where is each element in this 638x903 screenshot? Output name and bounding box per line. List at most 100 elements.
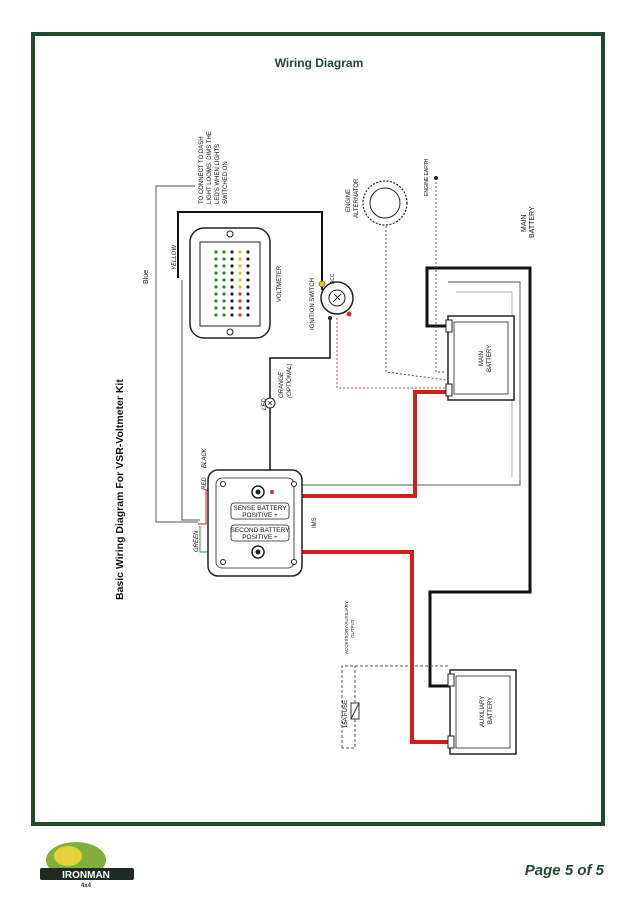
voltmeter-led xyxy=(238,306,242,310)
engine-earth-wire xyxy=(435,178,446,373)
voltmeter-led xyxy=(230,271,234,275)
fuse-line xyxy=(350,702,360,720)
fuse-wire xyxy=(342,666,356,749)
second-battery-text-1: SECOND BATTERY xyxy=(231,527,291,534)
led-label: LED xyxy=(262,398,268,410)
page-number: Page 5 of 5 xyxy=(524,862,604,879)
acc-label: ACC xyxy=(330,273,336,284)
voltmeter-led xyxy=(230,257,234,261)
voltmeter-led xyxy=(214,306,218,310)
green-label: GREEN xyxy=(194,530,200,552)
voltmeter-led xyxy=(214,278,218,282)
voltmeter-led xyxy=(222,292,226,296)
voltmeter-led xyxy=(222,264,226,268)
diagram-side-title: Basic Wiring Diagram For VSR-Voltmeter K… xyxy=(114,379,126,600)
sense-battery-text-2: POSITIVE + xyxy=(242,512,278,519)
voltmeter-led xyxy=(214,299,218,303)
second-battery-cable xyxy=(258,550,448,744)
ims-module xyxy=(207,469,303,577)
voltmeter-led xyxy=(246,285,250,289)
voltmeter-led xyxy=(230,306,234,310)
sense-battery-text-1: SENSE BATTERY xyxy=(233,505,287,512)
black-label: BLACK xyxy=(202,447,208,468)
engine-label-2: ALTERNATOR xyxy=(354,178,360,218)
orange-label: ORANGE xyxy=(279,371,285,398)
ignition-switch xyxy=(318,280,354,320)
red-label: RED xyxy=(202,477,208,490)
engine-earth-label: ENGINE EARTH xyxy=(424,158,430,196)
voltmeter-led xyxy=(222,299,226,303)
voltmeter-led xyxy=(230,292,234,296)
led-indicator xyxy=(264,397,276,409)
voltmeter-led xyxy=(246,313,250,317)
voltmeter-led xyxy=(230,285,234,289)
yellow-label: YELLOW xyxy=(172,244,178,270)
voltmeter-led xyxy=(246,250,250,254)
dash-note-3: LED'S WHEN LIGHTS xyxy=(215,144,221,204)
voltmeter-label: VOLTMETER xyxy=(277,265,283,302)
ironman-logo: IRONMAN 4x4 xyxy=(40,842,134,889)
voltmeter-led xyxy=(222,271,226,275)
engine-alternator xyxy=(362,180,408,226)
voltmeter-led xyxy=(246,257,250,261)
voltmeter-led xyxy=(238,264,242,268)
voltmeter-led xyxy=(214,250,218,254)
voltmeter-led xyxy=(214,292,218,296)
voltmeter-led xyxy=(238,271,242,275)
yellow-wire xyxy=(181,280,200,521)
voltmeter-led xyxy=(246,278,250,282)
aux-battery-label-2: BATTERY xyxy=(488,697,494,724)
voltmeter-led xyxy=(230,264,234,268)
voltmeter-led xyxy=(222,306,226,310)
voltmeter-led xyxy=(246,306,250,310)
dash-note-2: LIGHT LOOMS. DIMS THE xyxy=(207,131,213,204)
voltmeter-led xyxy=(222,278,226,282)
voltmeter-led xyxy=(230,313,234,317)
voltmeter-led xyxy=(230,278,234,282)
voltmeter-led xyxy=(222,313,226,317)
voltmeter-led xyxy=(214,264,218,268)
ims-label: IMS xyxy=(312,517,318,528)
voltmeter-led xyxy=(230,250,234,254)
engine-label-1: ENGINE xyxy=(346,189,352,212)
blue-wire xyxy=(155,185,198,523)
voltmeter-led xyxy=(214,313,218,317)
fuse-label: 15A FUSE xyxy=(343,700,349,728)
acc-output-label-1: ACCESSORY/AUXILIARY xyxy=(344,601,349,654)
voltmeter-led xyxy=(222,285,226,289)
main-battery xyxy=(445,315,515,401)
aux-battery-label-1: AUXILIARY xyxy=(480,696,486,727)
battery-link-cable xyxy=(425,266,532,688)
logo-text: IRONMAN xyxy=(62,870,110,881)
voltmeter-led xyxy=(214,285,218,289)
voltmeter xyxy=(189,227,271,339)
voltmeter-led xyxy=(238,257,242,261)
voltmeter-led xyxy=(238,285,242,289)
blue-label: Blue xyxy=(143,270,150,284)
page-title: Wiring Diagram xyxy=(274,56,364,70)
alternator-wire xyxy=(385,222,447,381)
optional-label: (OPTIONAL) xyxy=(287,364,293,398)
dash-note-4: SWITCHED ON xyxy=(223,161,229,204)
dash-note-1: TO CONNECT TO DASH xyxy=(199,136,205,204)
voltmeter-led xyxy=(222,257,226,261)
voltmeter-led xyxy=(246,292,250,296)
earth-wire-frame xyxy=(300,281,521,486)
logo-sub-text: 4x4 xyxy=(81,883,92,889)
voltmeter-led xyxy=(238,313,242,317)
voltmeter-led xyxy=(246,264,250,268)
acc-output-label-2: OUTPUT xyxy=(350,619,355,638)
sense-battery-cable xyxy=(258,390,447,498)
voltmeter-led xyxy=(238,299,242,303)
ignition-switch-label: IGNITION SWITCH xyxy=(310,278,316,330)
orange-wire xyxy=(269,318,331,480)
voltmeter-led xyxy=(238,278,242,282)
main-battery-label-1: MAIN xyxy=(521,215,528,233)
voltmeter-led xyxy=(246,299,250,303)
accessory-output-wire xyxy=(341,665,448,748)
main-batt-inner-1: MAIN xyxy=(479,351,485,366)
voltmeter-led xyxy=(246,271,250,275)
voltmeter-led xyxy=(238,250,242,254)
engine-earth-point xyxy=(434,176,438,180)
